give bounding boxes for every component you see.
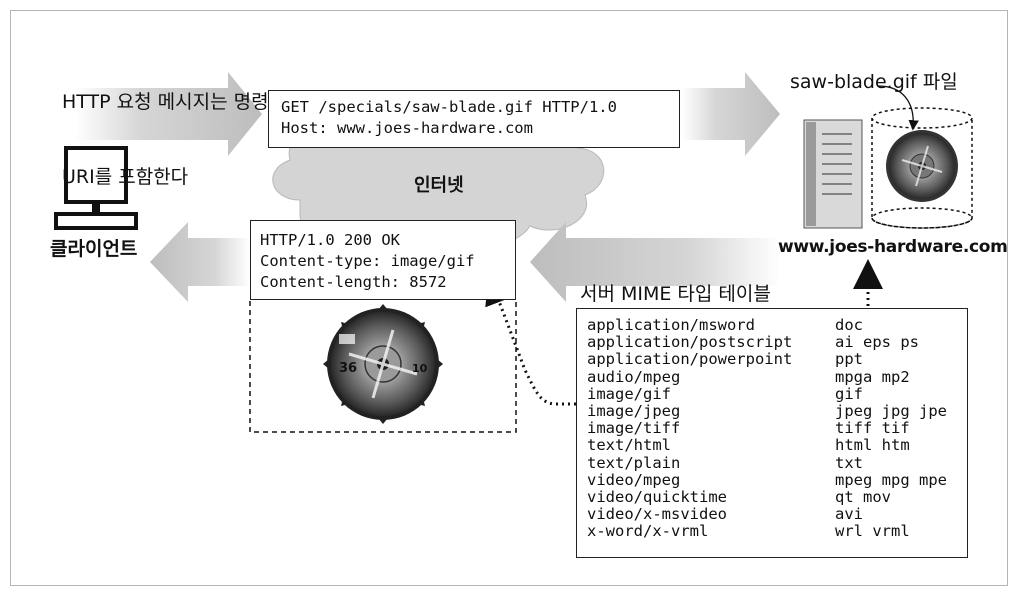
response-arrow-right	[530, 222, 780, 302]
mime-extension-cell: html htm	[835, 436, 910, 455]
mime-extension-cell: txt	[835, 453, 863, 472]
mime-type-cell: image/gif	[587, 384, 671, 403]
internet-label: 인터넷	[414, 175, 464, 196]
blade-unit-label: 10	[412, 362, 428, 375]
mime-type-cell: audio/mpeg	[587, 367, 681, 386]
file-label-arrow	[877, 85, 919, 131]
mime-extension-cell: qt mov	[835, 488, 891, 506]
mime-extension-cell: tiff tif	[835, 419, 910, 438]
client-label: 클라이언트	[50, 238, 138, 260]
request-note: HTTP 요청 메시지는 명령과 URI를 포함한다	[62, 40, 286, 215]
request-note-line1: HTTP 요청 메시지는 명령과	[62, 91, 287, 113]
request-note-line2: URI를 포함한다	[62, 166, 189, 188]
server-label: www.joes-hardware.com	[778, 237, 1008, 257]
mime-extension-cell: ai eps ps	[835, 333, 919, 352]
server-tower-icon	[803, 119, 863, 229]
mime-type-cell: application/msword	[587, 316, 755, 334]
request-arrow-right	[682, 72, 780, 156]
response-content-type: Content-type: image/gif	[260, 252, 475, 270]
mime-table-title: 서버 MIME 타입 테이블	[580, 283, 771, 305]
mime-extension-cell: wrl vrml	[835, 522, 910, 541]
mime-type-cell: video/quicktime	[587, 488, 727, 506]
mime-type-cell: video/mpeg	[587, 470, 681, 489]
mime-extension-cell: jpeg jpg jpe	[835, 402, 947, 420]
computer-monitor-icon	[54, 146, 138, 230]
mime-extension-cell: gif	[835, 384, 863, 403]
mime-type-cell: application/postscript	[587, 333, 793, 352]
mime-type-cell: image/tiff	[587, 419, 681, 438]
mime-extension-cell: mpga mp2	[835, 367, 910, 386]
mime-type-cell: application/powerpoint	[587, 350, 793, 369]
request-line: GET /specials/saw-blade.gif HTTP/1.0	[281, 98, 617, 116]
mime-extension-cell: doc	[835, 316, 863, 334]
mime-type-cell: x-word/x-vrml	[587, 522, 709, 541]
mime-extension-cell: ppt	[835, 350, 863, 369]
saw-blade-image	[323, 304, 443, 424]
mime-type-table: application/msword doc application/postscr…	[576, 308, 968, 558]
mime-type-cell: text/plain	[587, 453, 681, 472]
mime-type-cell: video/x-msvideo	[587, 505, 727, 524]
mime-type-cell: image/jpeg	[587, 402, 681, 420]
response-status-line: HTTP/1.0 200 OK	[260, 231, 400, 249]
request-host-header: Host: www.joes-hardware.com	[281, 119, 533, 137]
mime-type-cell: text/html	[587, 436, 671, 455]
mime-extension-cell: avi	[835, 505, 863, 524]
response-message-box: HTTP/1.0 200 OK Content-type: image/gif …	[250, 220, 516, 300]
response-content-length: Content-length: 8572	[260, 273, 447, 291]
mime-extension-cell: mpeg mpg mpe	[835, 470, 947, 489]
blade-size-label: 36	[339, 361, 357, 376]
response-arrow-left	[150, 222, 250, 302]
figure-frame	[10, 10, 1008, 586]
request-message-box: GET /specials/saw-blade.gif HTTP/1.0 Hos…	[268, 90, 680, 148]
saw-blade-image-disk	[886, 130, 958, 202]
request-arrow-left	[75, 72, 262, 156]
file-label: saw-blade.gif 파일	[790, 71, 958, 93]
